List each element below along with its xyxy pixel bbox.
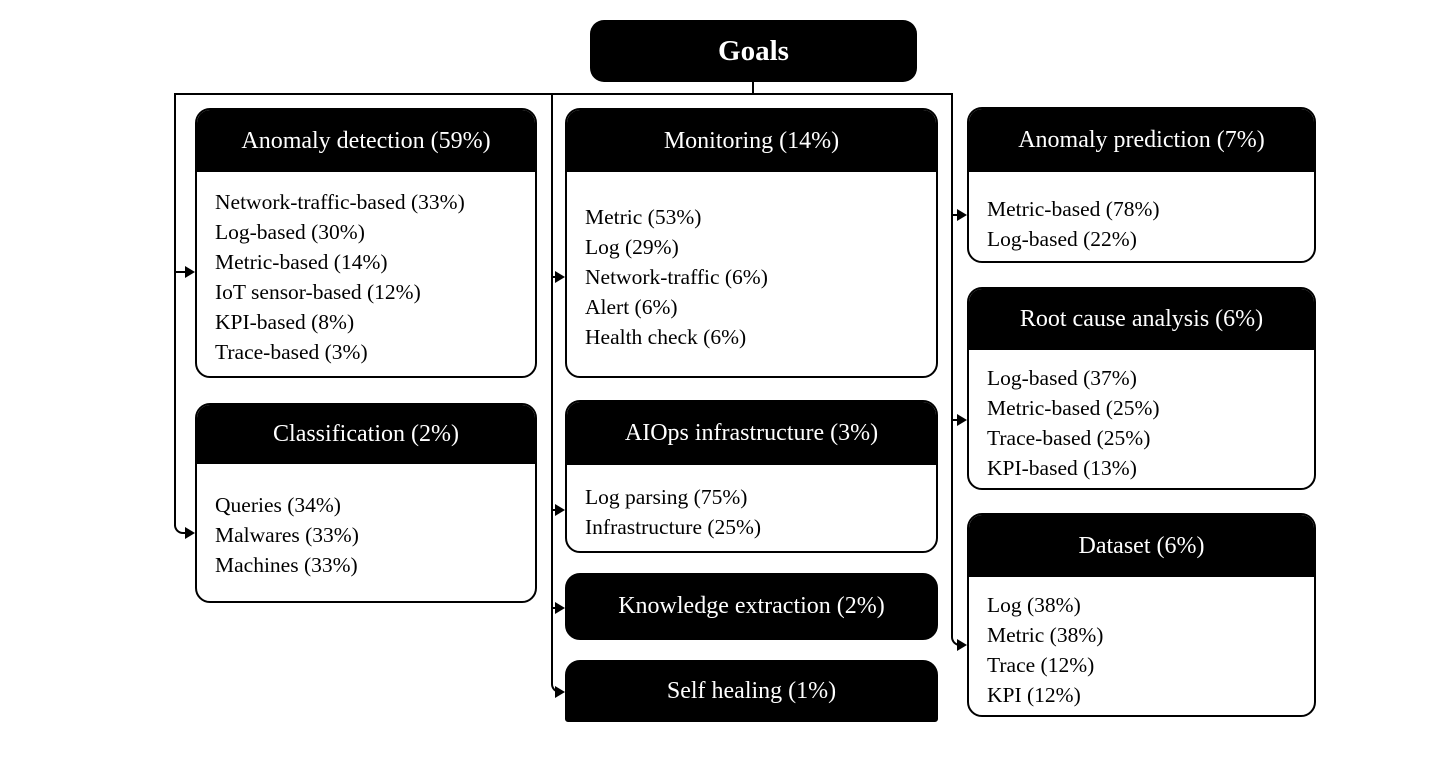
box-knowledge-extraction: Knowledge extraction (2%) xyxy=(565,573,938,640)
list-item: Log (38%) xyxy=(987,593,1081,617)
arrow-anomaly-prediction-icon xyxy=(957,209,967,221)
box-root-cause-analysis: Root cause analysis (6%) Log-based (37%)… xyxy=(967,287,1316,490)
connector-left-anomaly-detection xyxy=(174,271,188,273)
list-item: IoT sensor-based (12%) xyxy=(215,280,421,304)
connector-right-vertical xyxy=(951,93,953,637)
list-item: Malwares (33%) xyxy=(215,523,359,547)
list-item: Machines (33%) xyxy=(215,553,358,577)
list-item: Metric (38%) xyxy=(987,623,1104,647)
connector-top-horizontal xyxy=(174,93,953,95)
list-item: Alert (6%) xyxy=(585,295,678,319)
box-aiops-infrastructure: AIOps infrastructure (3%) Log parsing (7… xyxy=(565,400,938,553)
list-item: Log-based (37%) xyxy=(987,366,1137,390)
connector-middle-vertical xyxy=(551,93,553,684)
list-item: Infrastructure (25%) xyxy=(585,515,762,539)
goals-label: Goals xyxy=(718,34,789,67)
box-root-cause-analysis-header: Root cause analysis (6%) xyxy=(969,289,1314,350)
list-item: Health check (6%) xyxy=(585,325,747,349)
goals-root-node: Goals xyxy=(590,20,917,82)
list-item: Trace-based (25%) xyxy=(987,426,1151,450)
box-anomaly-detection-list: Network-traffic-based (33%) Log-based (3… xyxy=(197,172,535,367)
list-item: KPI (12%) xyxy=(987,683,1081,707)
arrow-knowledge-icon xyxy=(555,602,565,614)
box-dataset: Dataset (6%) Log (38%) Metric (38%) Trac… xyxy=(967,513,1316,717)
arrow-monitoring-icon xyxy=(555,271,565,283)
arrow-dataset-icon xyxy=(957,639,967,651)
box-self-healing: Self healing (1%) xyxy=(565,660,938,722)
arrow-classification-icon xyxy=(185,527,195,539)
list-item: Metric-based (78%) xyxy=(987,197,1160,221)
box-anomaly-detection-header: Anomaly detection (59%) xyxy=(197,110,535,172)
box-aiops-infrastructure-list: Log parsing (75%) Infrastructure (25%) xyxy=(567,465,936,542)
list-item: Metric (53%) xyxy=(585,205,702,229)
connector-right-dataset-corner xyxy=(951,635,961,646)
list-item: Network-traffic (6%) xyxy=(585,265,768,289)
connector-right-anomaly-prediction xyxy=(951,214,961,216)
list-item: Log-based (30%) xyxy=(215,220,365,244)
arrow-anomaly-detection-icon xyxy=(185,266,195,278)
box-anomaly-detection: Anomaly detection (59%) Network-traffic-… xyxy=(195,108,537,378)
list-item: Trace-based (3%) xyxy=(215,340,368,364)
list-item: Queries (34%) xyxy=(215,493,341,517)
box-dataset-list: Log (38%) Metric (38%) Trace (12%) KPI (… xyxy=(969,577,1314,710)
connector-left-vertical xyxy=(174,93,176,526)
box-classification-header: Classification (2%) xyxy=(197,405,535,464)
connector-goals-stub xyxy=(752,82,754,94)
arrow-root-cause-icon xyxy=(957,414,967,426)
list-item: Log (29%) xyxy=(585,235,679,259)
box-monitoring-list: Metric (53%) Log (29%) Network-traffic (… xyxy=(567,172,936,352)
list-item: Metric-based (14%) xyxy=(215,250,388,274)
list-item: Metric-based (25%) xyxy=(987,396,1160,420)
list-item: Log parsing (75%) xyxy=(585,485,748,509)
connector-right-root-cause xyxy=(951,419,961,421)
list-item: KPI-based (13%) xyxy=(987,456,1137,480)
list-item: KPI-based (8%) xyxy=(215,310,355,334)
box-classification-list: Queries (34%) Malwares (33%) Machines (3… xyxy=(197,464,535,580)
box-classification: Classification (2%) Queries (34%) Malwar… xyxy=(195,403,537,603)
arrow-aiops-icon xyxy=(555,504,565,516)
box-anomaly-prediction-header: Anomaly prediction (7%) xyxy=(969,109,1314,172)
box-dataset-header: Dataset (6%) xyxy=(969,515,1314,577)
list-item: Log-based (22%) xyxy=(987,227,1137,251)
box-knowledge-extraction-header: Knowledge extraction (2%) xyxy=(618,593,885,619)
connector-left-classification-corner xyxy=(174,523,188,534)
box-root-cause-analysis-list: Log-based (37%) Metric-based (25%) Trace… xyxy=(969,350,1314,483)
arrow-self-healing-icon xyxy=(555,686,565,698)
box-anomaly-prediction: Anomaly prediction (7%) Metric-based (78… xyxy=(967,107,1316,263)
list-item: Network-traffic-based (33%) xyxy=(215,190,465,214)
box-aiops-infrastructure-header: AIOps infrastructure (3%) xyxy=(567,402,936,465)
list-item: Trace (12%) xyxy=(987,653,1095,677)
box-anomaly-prediction-list: Metric-based (78%) Log-based (22%) xyxy=(969,172,1314,254)
box-monitoring-header: Monitoring (14%) xyxy=(567,110,936,172)
box-monitoring: Monitoring (14%) Metric (53%) Log (29%) … xyxy=(565,108,938,378)
box-self-healing-header: Self healing (1%) xyxy=(666,677,837,704)
